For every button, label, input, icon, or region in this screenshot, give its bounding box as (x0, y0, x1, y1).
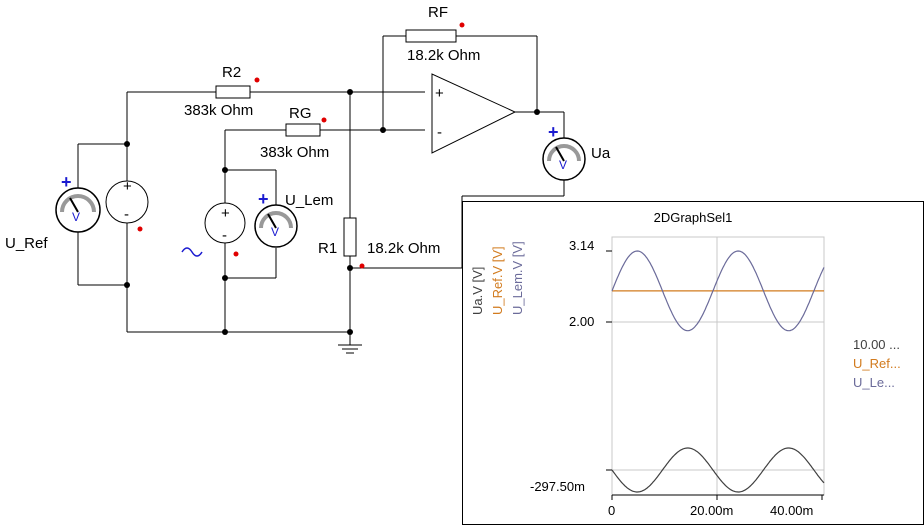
legend-uref: U_Ref.V [V] (490, 246, 505, 315)
svg-text:-: - (437, 124, 442, 141)
ua-label: Ua (591, 145, 611, 162)
resistor-rf[interactable] (405, 29, 457, 43)
resistor-r1[interactable] (343, 217, 357, 257)
r2-label: R2 (222, 64, 241, 81)
svg-text:+: + (61, 172, 72, 192)
x-tick-label: 0 (608, 503, 616, 518)
series-line-0 (611, 447, 825, 493)
r2-value: 383k Ohm (184, 102, 253, 119)
rf-label: RF (428, 4, 448, 21)
ac-wave-icon (181, 247, 203, 257)
junction-dots (124, 89, 540, 335)
x-tick-label: 20.00m (690, 503, 734, 518)
svg-text:V: V (559, 158, 567, 172)
rg-label: RG (289, 105, 312, 122)
svg-text:+: + (435, 85, 444, 102)
legend-ua: Ua.V [V] (470, 266, 485, 315)
svg-text:+: + (123, 178, 132, 195)
plot-frame (611, 236, 825, 496)
graph-title: 2DGraphSel1 (653, 210, 733, 225)
legend-ulem: U_Lem.V [V] (510, 241, 525, 315)
r1-label: R1 (318, 240, 337, 257)
rf-value: 18.2k Ohm (407, 47, 480, 64)
ulem-label: U_Lem (285, 192, 333, 209)
wires (77, 35, 565, 354)
y-tick-label: -297.50m (530, 479, 585, 494)
right-legend-item: U_Ref... (853, 356, 901, 371)
red-dots (137, 22, 465, 269)
y-tick-label: 3.14 (569, 238, 595, 253)
rg-value: 383k Ohm (260, 144, 329, 161)
svg-text:+: + (548, 122, 559, 142)
right-legend-item: U_Le... (853, 375, 895, 390)
dc-source-ref[interactable]: + - (105, 178, 149, 224)
svg-text:+: + (258, 189, 269, 209)
resistor-rg[interactable] (285, 123, 321, 137)
r1-value: 18.2k Ohm (367, 240, 440, 257)
y-tick-label: 2.00 (569, 314, 595, 329)
x-tick-label: 40.00m (770, 503, 814, 518)
resistor-r2[interactable] (215, 85, 251, 99)
svg-text:-: - (222, 227, 227, 244)
svg-text:-: - (124, 206, 129, 223)
uref-label: U_Ref (5, 235, 48, 252)
series-line-2 (611, 250, 825, 332)
svg-text:V: V (271, 225, 279, 239)
graph-window[interactable]: 2DGraphSel1 (462, 201, 924, 525)
voltmeter-uref[interactable]: V + (55, 172, 101, 233)
voltmeter-ulem[interactable]: V + (254, 189, 298, 248)
svg-text:V: V (72, 210, 80, 224)
right-legend-item: 10.00 ... (853, 337, 900, 352)
ac-source[interactable]: + - (204, 202, 246, 244)
opamp[interactable]: + - (431, 73, 517, 154)
svg-text:+: + (221, 205, 230, 222)
voltmeter-ua[interactable]: V + (542, 122, 586, 181)
